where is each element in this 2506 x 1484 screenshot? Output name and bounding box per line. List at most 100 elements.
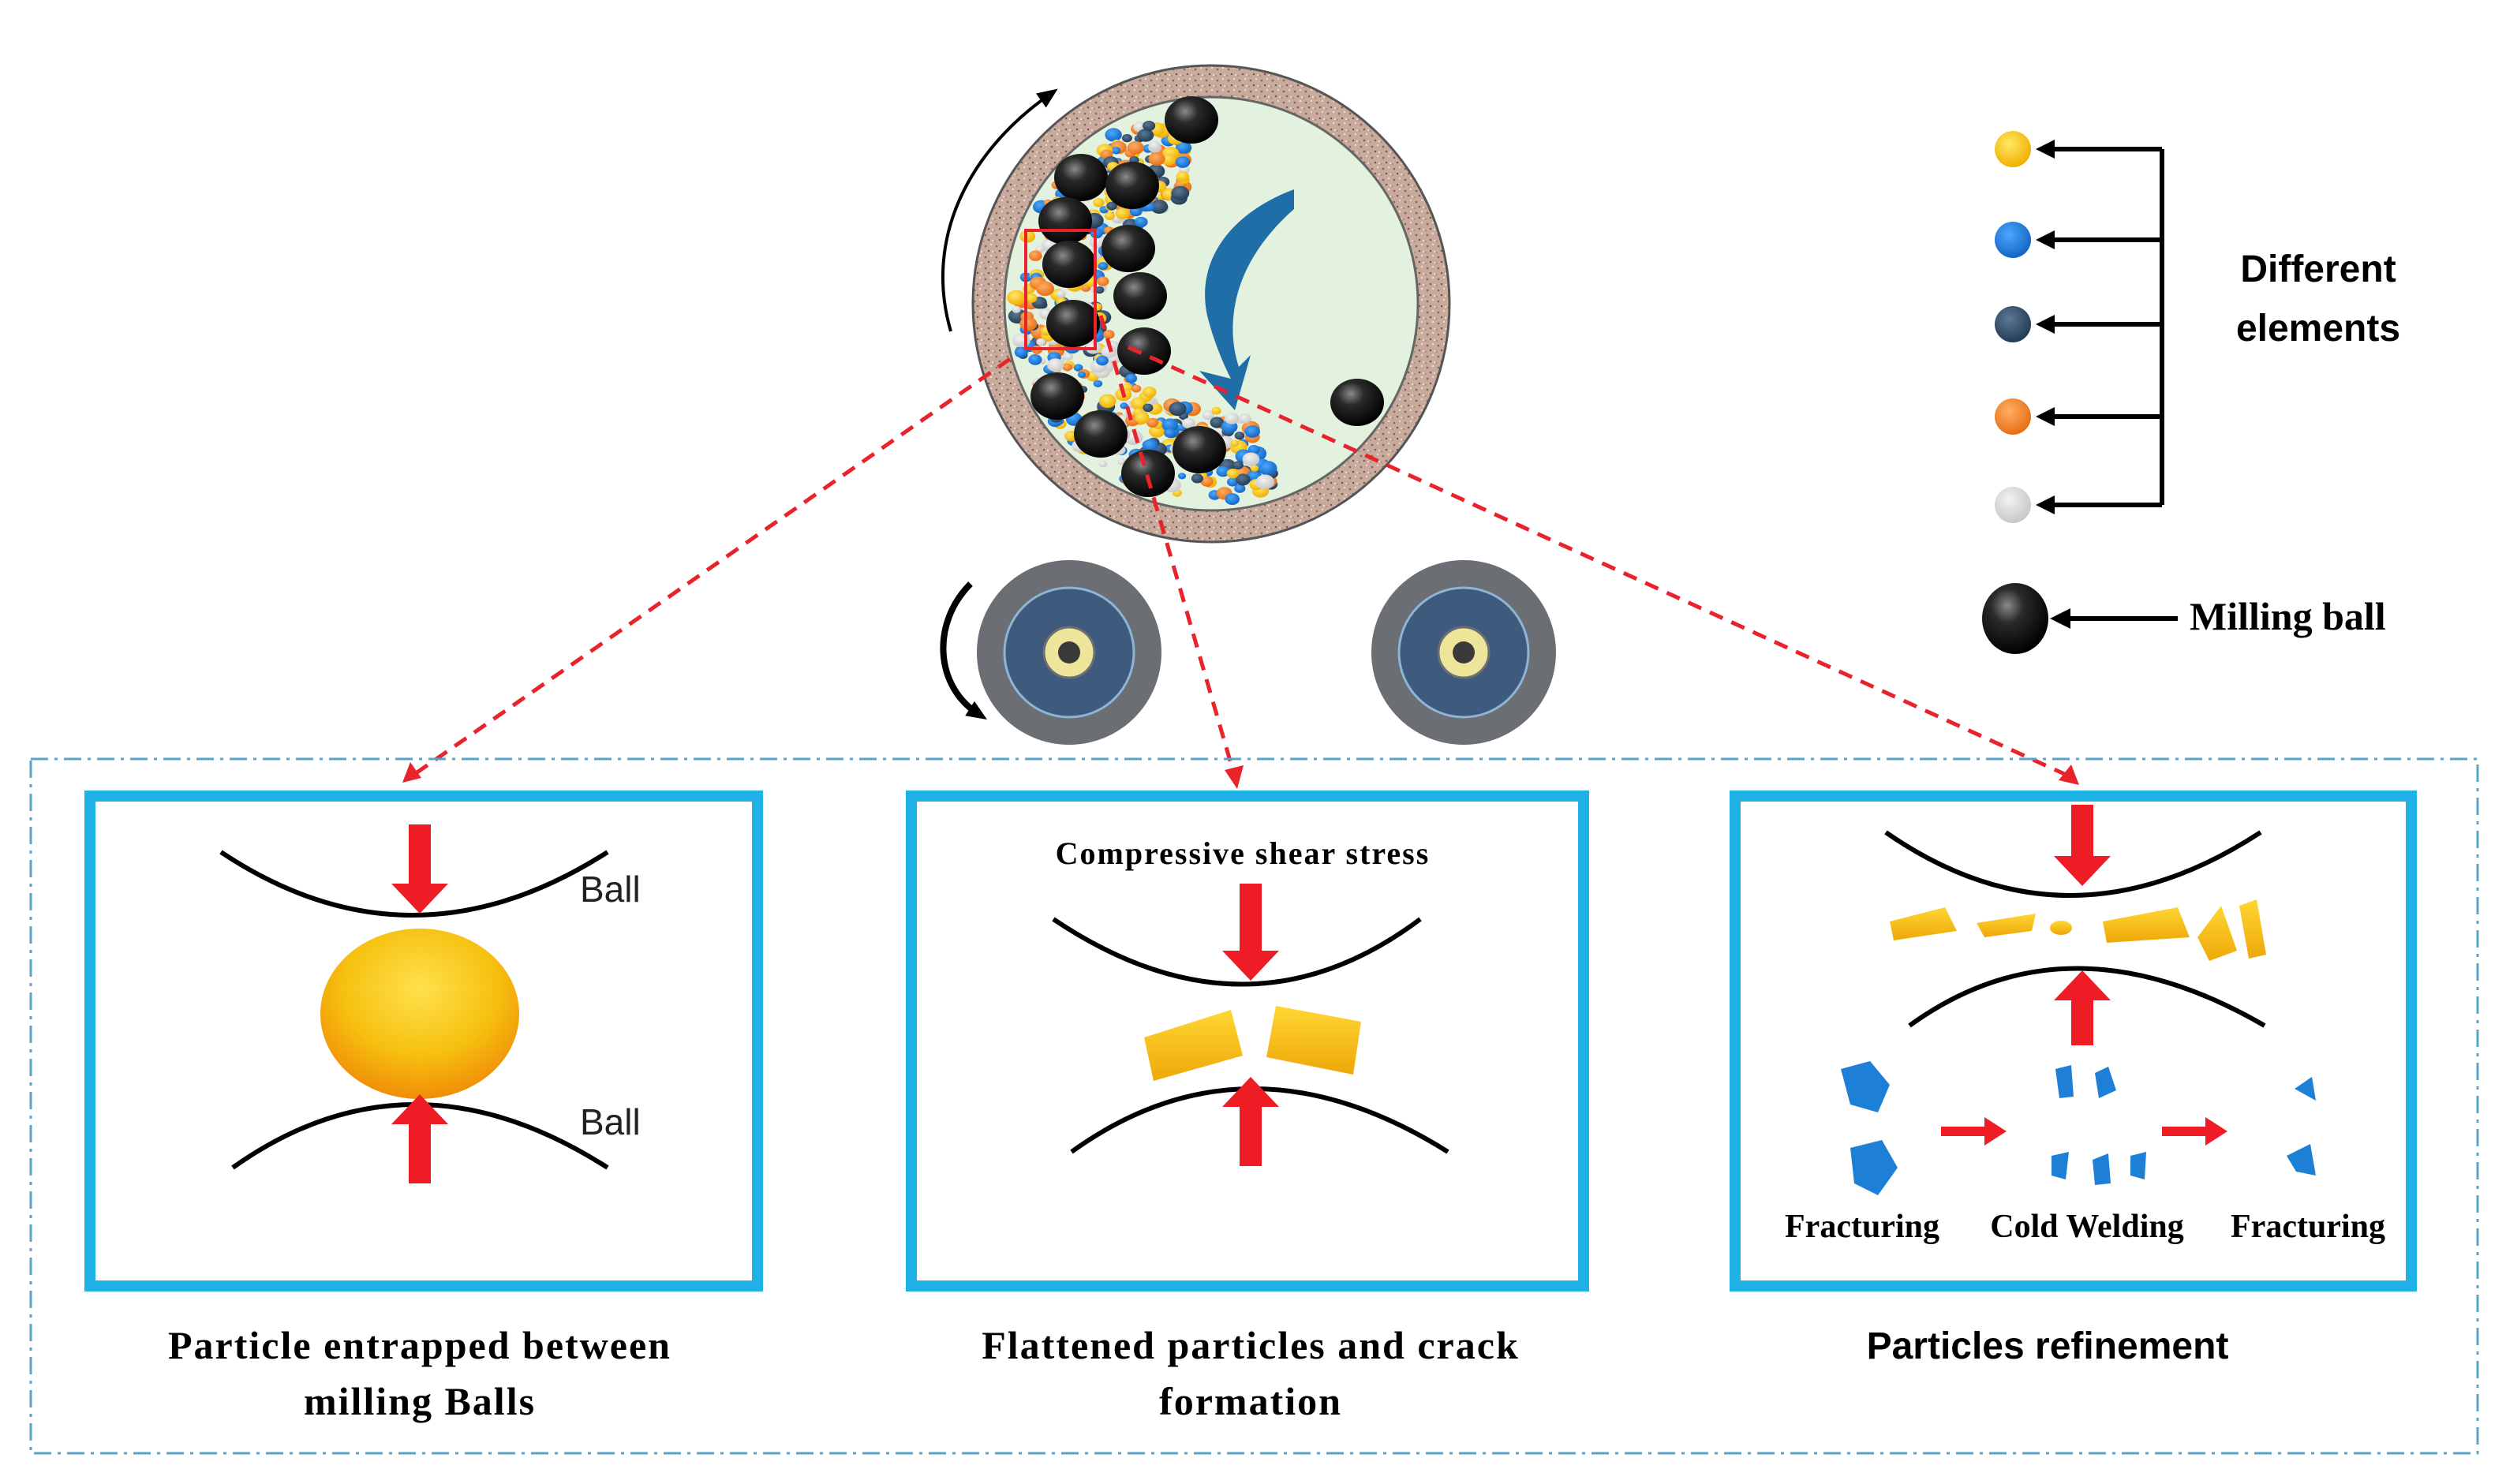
legend-orange-element-dot <box>1995 398 2031 435</box>
milling-ball <box>1330 379 1384 426</box>
powder-particle <box>1121 133 1132 143</box>
powder-particle <box>1191 473 1203 484</box>
powder-particle <box>1047 358 1064 372</box>
powder-particle <box>1098 394 1116 408</box>
powder-particle <box>1111 147 1121 155</box>
panel-particle-entrapped: Ball Ball Particle entrapped between mil… <box>84 791 763 1423</box>
powder-particle <box>1146 417 1159 428</box>
step-label-cold-welding: Cold Welding <box>1990 1209 2183 1245</box>
panel-flattened-particles: Compressive shear stress Flattened parti… <box>906 791 1589 1423</box>
milling-ball <box>1117 327 1171 375</box>
panel-2-frame <box>906 791 1589 1291</box>
panel-2-caption-line1: Flattened particles and crack <box>982 1323 1520 1367</box>
powder-particle <box>1255 474 1275 490</box>
panel-1-caption-line2: milling Balls <box>304 1379 536 1423</box>
milling-vial <box>971 64 1451 544</box>
vial-rotation-arrow-icon <box>941 88 1058 332</box>
legend-arrowheads <box>2036 140 2070 629</box>
powder-particle <box>1093 197 1105 207</box>
zoom-highlight-box <box>1024 229 1097 350</box>
legend-grey-element-dot <box>1995 487 2031 523</box>
powder-particle <box>1242 452 1260 466</box>
powder-particle <box>1239 413 1251 424</box>
panel-2-down-force-arrow-icon <box>1222 884 1279 981</box>
milling-ball <box>1105 162 1159 209</box>
powder-particle <box>1169 402 1187 417</box>
powder-particle <box>1096 355 1109 366</box>
panel-particles-refinement: Fracturing Cold Welding Fracturing Parti… <box>1730 791 2417 1367</box>
powder-particle <box>1247 445 1260 455</box>
panel-3-up-force-arrow-icon <box>2054 970 2111 1045</box>
powder-particle <box>1131 397 1147 410</box>
milling-ball <box>1038 197 1092 245</box>
powder-particle <box>1028 354 1042 365</box>
powder-particle <box>1093 379 1103 387</box>
powder-particle <box>1230 439 1240 447</box>
powder-particle <box>1094 286 1105 294</box>
legend-milling-ball <box>1982 583 2048 654</box>
powder-particle <box>1097 276 1109 286</box>
powder-particle <box>1012 305 1021 313</box>
legend-milling-ball-label: Milling ball <box>2190 594 2386 638</box>
powder-particle <box>1028 250 1042 261</box>
powder-particle <box>1234 484 1246 493</box>
panel-3-caption-line1: Particles refinement <box>1867 1325 2229 1367</box>
powder-particle <box>1202 410 1215 421</box>
powder-particle <box>1234 432 1245 440</box>
powder-particle <box>1063 352 1074 361</box>
powder-particle <box>1244 425 1260 438</box>
panel-3-bottom-ball-surface <box>1908 966 2266 1028</box>
panel-1-up-force-arrow-icon <box>391 1094 448 1183</box>
inner-rotation-arrow-icon <box>1199 189 1294 410</box>
legend-elements-label-line1: Different <box>2240 249 2396 290</box>
powder-particle <box>1135 412 1150 424</box>
step-label-fracturing-2: Fracturing <box>2231 1209 2385 1245</box>
step-label-fracturing-1: Fracturing <box>1785 1209 1939 1245</box>
powder-particle <box>1019 316 1038 331</box>
powder-particle <box>1161 154 1176 166</box>
powder-particle <box>1250 465 1259 472</box>
powder-particle <box>1062 363 1073 372</box>
powder-particle <box>1210 417 1225 428</box>
milling-ball <box>1042 241 1096 288</box>
refined-flakes <box>1890 899 2266 961</box>
panel-1-ball-bottom-label: Ball <box>580 1101 641 1142</box>
panel-1-down-force-arrow-icon <box>391 824 448 914</box>
powder-particle <box>1131 384 1142 393</box>
powder-particle <box>1148 152 1165 166</box>
powder-particle <box>1164 428 1176 438</box>
powder-particle <box>1127 140 1144 155</box>
powder-particle <box>1025 293 1038 303</box>
powder-particle <box>1177 473 1187 480</box>
powder-particle <box>1115 207 1130 219</box>
panel-2-top-ball-surface <box>1052 917 1422 987</box>
powder-particle <box>1175 156 1191 168</box>
legend-blue-element-dot <box>1995 222 2031 258</box>
cold-welding-stage-particles <box>2052 1065 2146 1185</box>
fracturing-stage-2-particles <box>2287 1077 2316 1176</box>
connector-to-panel-2 <box>1098 315 1238 781</box>
powder-particle <box>1104 211 1115 220</box>
panel-3-down-force-arrow-icon <box>2054 805 2111 886</box>
powder-particle <box>1171 185 1190 201</box>
powder-particle <box>1176 171 1190 182</box>
powder-particle <box>1143 439 1158 452</box>
powder-particle <box>1098 460 1108 468</box>
powder-particle <box>1259 461 1277 476</box>
panel-1-ball-top-label: Ball <box>580 869 641 910</box>
powder-particle <box>1012 333 1030 348</box>
powder-particle <box>1148 140 1161 151</box>
powder-particle <box>1035 281 1055 297</box>
process-frame <box>29 757 2479 1455</box>
right-roller <box>1371 560 1556 745</box>
powder-particle <box>1073 364 1083 372</box>
panel-1-caption-line1: Particle entrapped between <box>168 1323 671 1367</box>
powder-particle <box>1182 417 1195 429</box>
powder-particle <box>1007 290 1026 305</box>
powder-particle <box>1236 473 1251 486</box>
panel-2-up-force-arrow-icon <box>1222 1077 1279 1166</box>
powder-particle <box>1117 458 1126 465</box>
milling-ball <box>1074 410 1128 458</box>
left-roller <box>977 560 1161 745</box>
powder-particle <box>1106 201 1117 211</box>
